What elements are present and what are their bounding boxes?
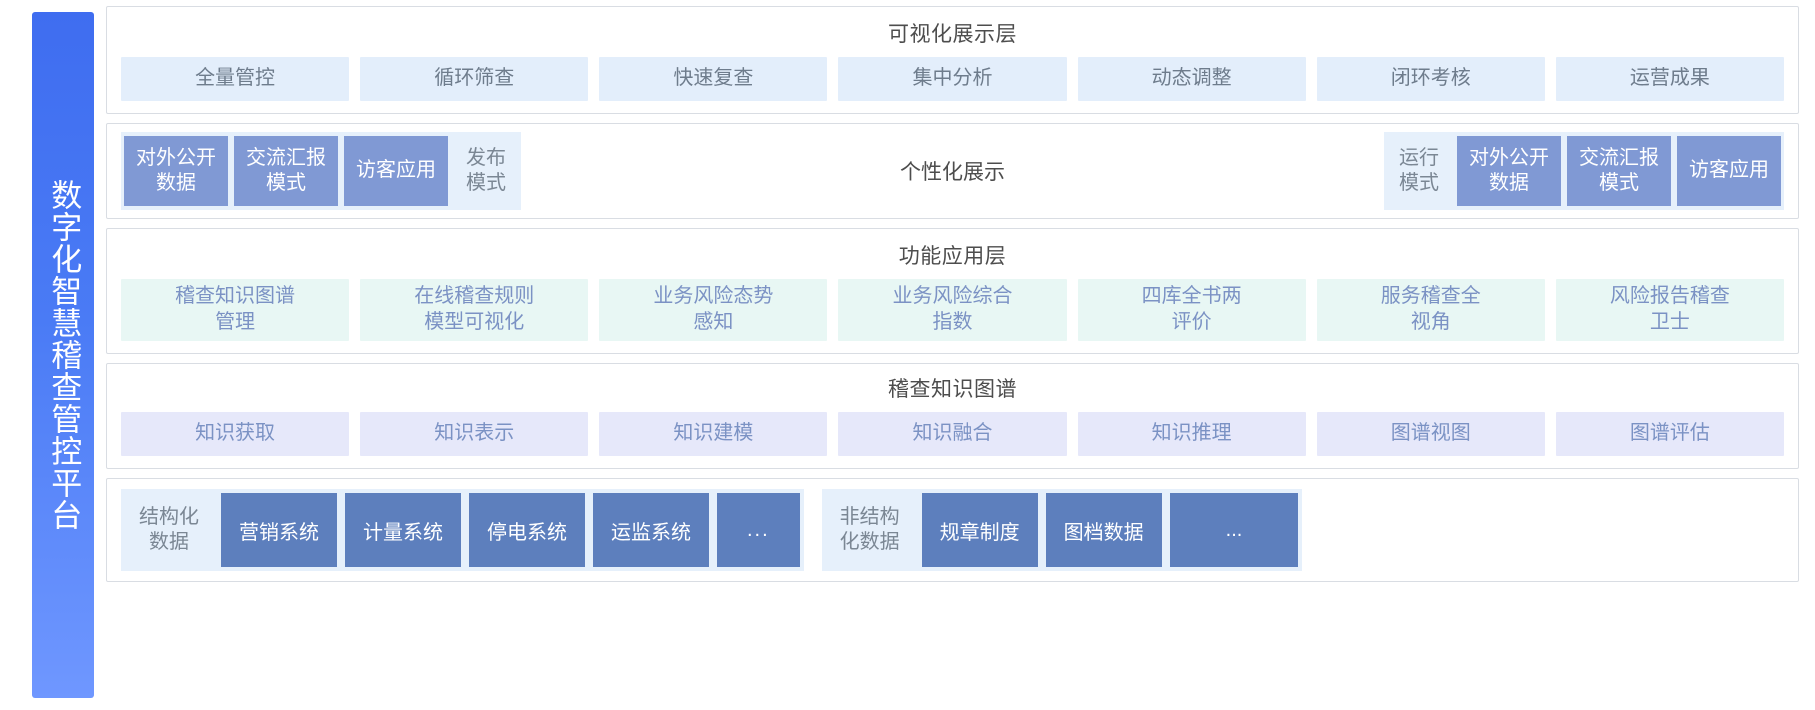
- structured-item-operation-monitor[interactable]: 运监系统: [593, 493, 709, 567]
- runtime-mode-label: 运行模式: [1399, 146, 1439, 194]
- runtime-chip-public-data[interactable]: 对外公开数据: [1457, 136, 1561, 206]
- vis-item-dongtaitiaozheng[interactable]: 动态调整: [1077, 57, 1306, 101]
- data-band: 结构化数据 营销系统 计量系统 停电系统 运监系统 ... 非结构化数据 规章制…: [107, 479, 1798, 581]
- layer-knowledge-graph-items: 知识获取 知识表示 知识建模 知识融合 知识推理 图谱视图 图谱评估: [107, 412, 1798, 468]
- layer-function: 功能应用层 稽查知识图谱管理 在线稽查规则模型可视化 业务风险态势感知 业务风险…: [106, 228, 1799, 354]
- layer-data-sources: 结构化数据 营销系统 计量系统 停电系统 运监系统 ... 非结构化数据 规章制…: [106, 478, 1799, 582]
- layer-visualization-title: 可视化展示层: [888, 23, 1017, 46]
- func-item-service-audit-view[interactable]: 服务稽查全视角: [1316, 279, 1545, 341]
- runtime-chip-visitor-app[interactable]: 访客应用: [1677, 136, 1781, 206]
- unstructured-item-regulations[interactable]: 规章制度: [921, 493, 1038, 567]
- unstructured-item-more[interactable]: ...: [1169, 493, 1299, 567]
- layer-modes: 对外公开数据 交流汇报模式 访客应用 发布模式 个性化展示 运行模式 对外公开数…: [106, 123, 1799, 219]
- publish-chip-public-data[interactable]: 对外公开数据: [124, 136, 228, 206]
- publish-mode-group: 对外公开数据 交流汇报模式 访客应用 发布模式: [121, 132, 521, 210]
- func-item-knowledge-graph-mgmt[interactable]: 稽查知识图谱管理: [121, 279, 350, 341]
- func-item-risk-index[interactable]: 业务风险综合指数: [838, 279, 1067, 341]
- publish-mode-label: 发布模式: [466, 146, 506, 194]
- layer-visualization-items: 全量管控 循环筛查 快速复查 集中分析 动态调整 闭环考核 运营成果: [107, 57, 1798, 113]
- structured-data-label: 结构化数据: [139, 505, 199, 553]
- layer-function-title: 功能应用层: [898, 245, 1007, 268]
- modes-band: 对外公开数据 交流汇报模式 访客应用 发布模式 个性化展示 运行模式 对外公开数…: [107, 124, 1798, 218]
- layer-knowledge-graph-title: 稽查知识图谱: [888, 378, 1017, 401]
- kg-item-representation[interactable]: 知识表示: [360, 412, 589, 456]
- structured-item-outage[interactable]: 停电系统: [469, 493, 585, 567]
- kg-item-fusion[interactable]: 知识融合: [838, 412, 1067, 456]
- unstructured-item-drawing-archive[interactable]: 图档数据: [1045, 493, 1162, 567]
- kg-item-graph-evaluation[interactable]: 图谱评估: [1555, 412, 1784, 456]
- structured-data-group: 结构化数据 营销系统 计量系统 停电系统 运监系统 ...: [121, 489, 804, 571]
- vis-item-kuaisufucha[interactable]: 快速复查: [599, 57, 828, 101]
- vis-item-quanliangguankong[interactable]: 全量管控: [121, 57, 350, 101]
- func-item-siku-evaluation[interactable]: 四库全书两评价: [1077, 279, 1306, 341]
- kg-item-graph-view[interactable]: 图谱视图: [1316, 412, 1545, 456]
- platform-title: 数字化智慧稽查管控平台: [46, 179, 82, 531]
- func-item-risk-report-guard[interactable]: 风险报告稽查卫士: [1555, 279, 1784, 341]
- vis-item-jizhongfenxi[interactable]: 集中分析: [838, 57, 1067, 101]
- layer-function-items: 稽查知识图谱管理 在线稽查规则模型可视化 业务风险态势感知 业务风险综合指数 四…: [107, 279, 1798, 353]
- vis-item-bihuankaohe[interactable]: 闭环考核: [1316, 57, 1545, 101]
- structured-item-more[interactable]: ...: [717, 493, 800, 567]
- layer-knowledge-graph: 稽查知识图谱 知识获取 知识表示 知识建模 知识融合 知识推理 图谱视图 图谱评…: [106, 363, 1799, 469]
- kg-item-reasoning[interactable]: 知识推理: [1077, 412, 1306, 456]
- kg-item-modeling[interactable]: 知识建模: [599, 412, 828, 456]
- kg-item-acquisition[interactable]: 知识获取: [121, 412, 350, 456]
- publish-chip-report-mode[interactable]: 交流汇报模式: [234, 136, 338, 206]
- structured-item-metering[interactable]: 计量系统: [345, 493, 461, 567]
- platform-title-bar: 数字化智慧稽查管控平台: [32, 12, 94, 698]
- vis-item-yunyingchengguo[interactable]: 运营成果: [1555, 57, 1784, 101]
- personalized-display-label: 个性化展示: [900, 161, 1005, 184]
- runtime-mode-group: 运行模式 对外公开数据 交流汇报模式 访客应用: [1384, 132, 1784, 210]
- func-item-online-rule-model[interactable]: 在线稽查规则模型可视化: [360, 279, 589, 341]
- structured-item-marketing[interactable]: 营销系统: [221, 493, 337, 567]
- runtime-chip-report-mode[interactable]: 交流汇报模式: [1567, 136, 1671, 206]
- layer-stack: 可视化展示层 全量管控 循环筛查 快速复查 集中分析 动态调整 闭环考核 运营成…: [106, 6, 1807, 704]
- unstructured-data-group: 非结构化数据 规章制度 图档数据 ...: [821, 489, 1303, 571]
- vis-item-xunhuanshaicha[interactable]: 循环筛查: [360, 57, 589, 101]
- publish-chip-visitor-app[interactable]: 访客应用: [344, 136, 448, 206]
- unstructured-data-label: 非结构化数据: [839, 505, 900, 553]
- layer-visualization: 可视化展示层 全量管控 循环筛查 快速复查 集中分析 动态调整 闭环考核 运营成…: [106, 6, 1799, 114]
- func-item-risk-situation[interactable]: 业务风险态势感知: [599, 279, 828, 341]
